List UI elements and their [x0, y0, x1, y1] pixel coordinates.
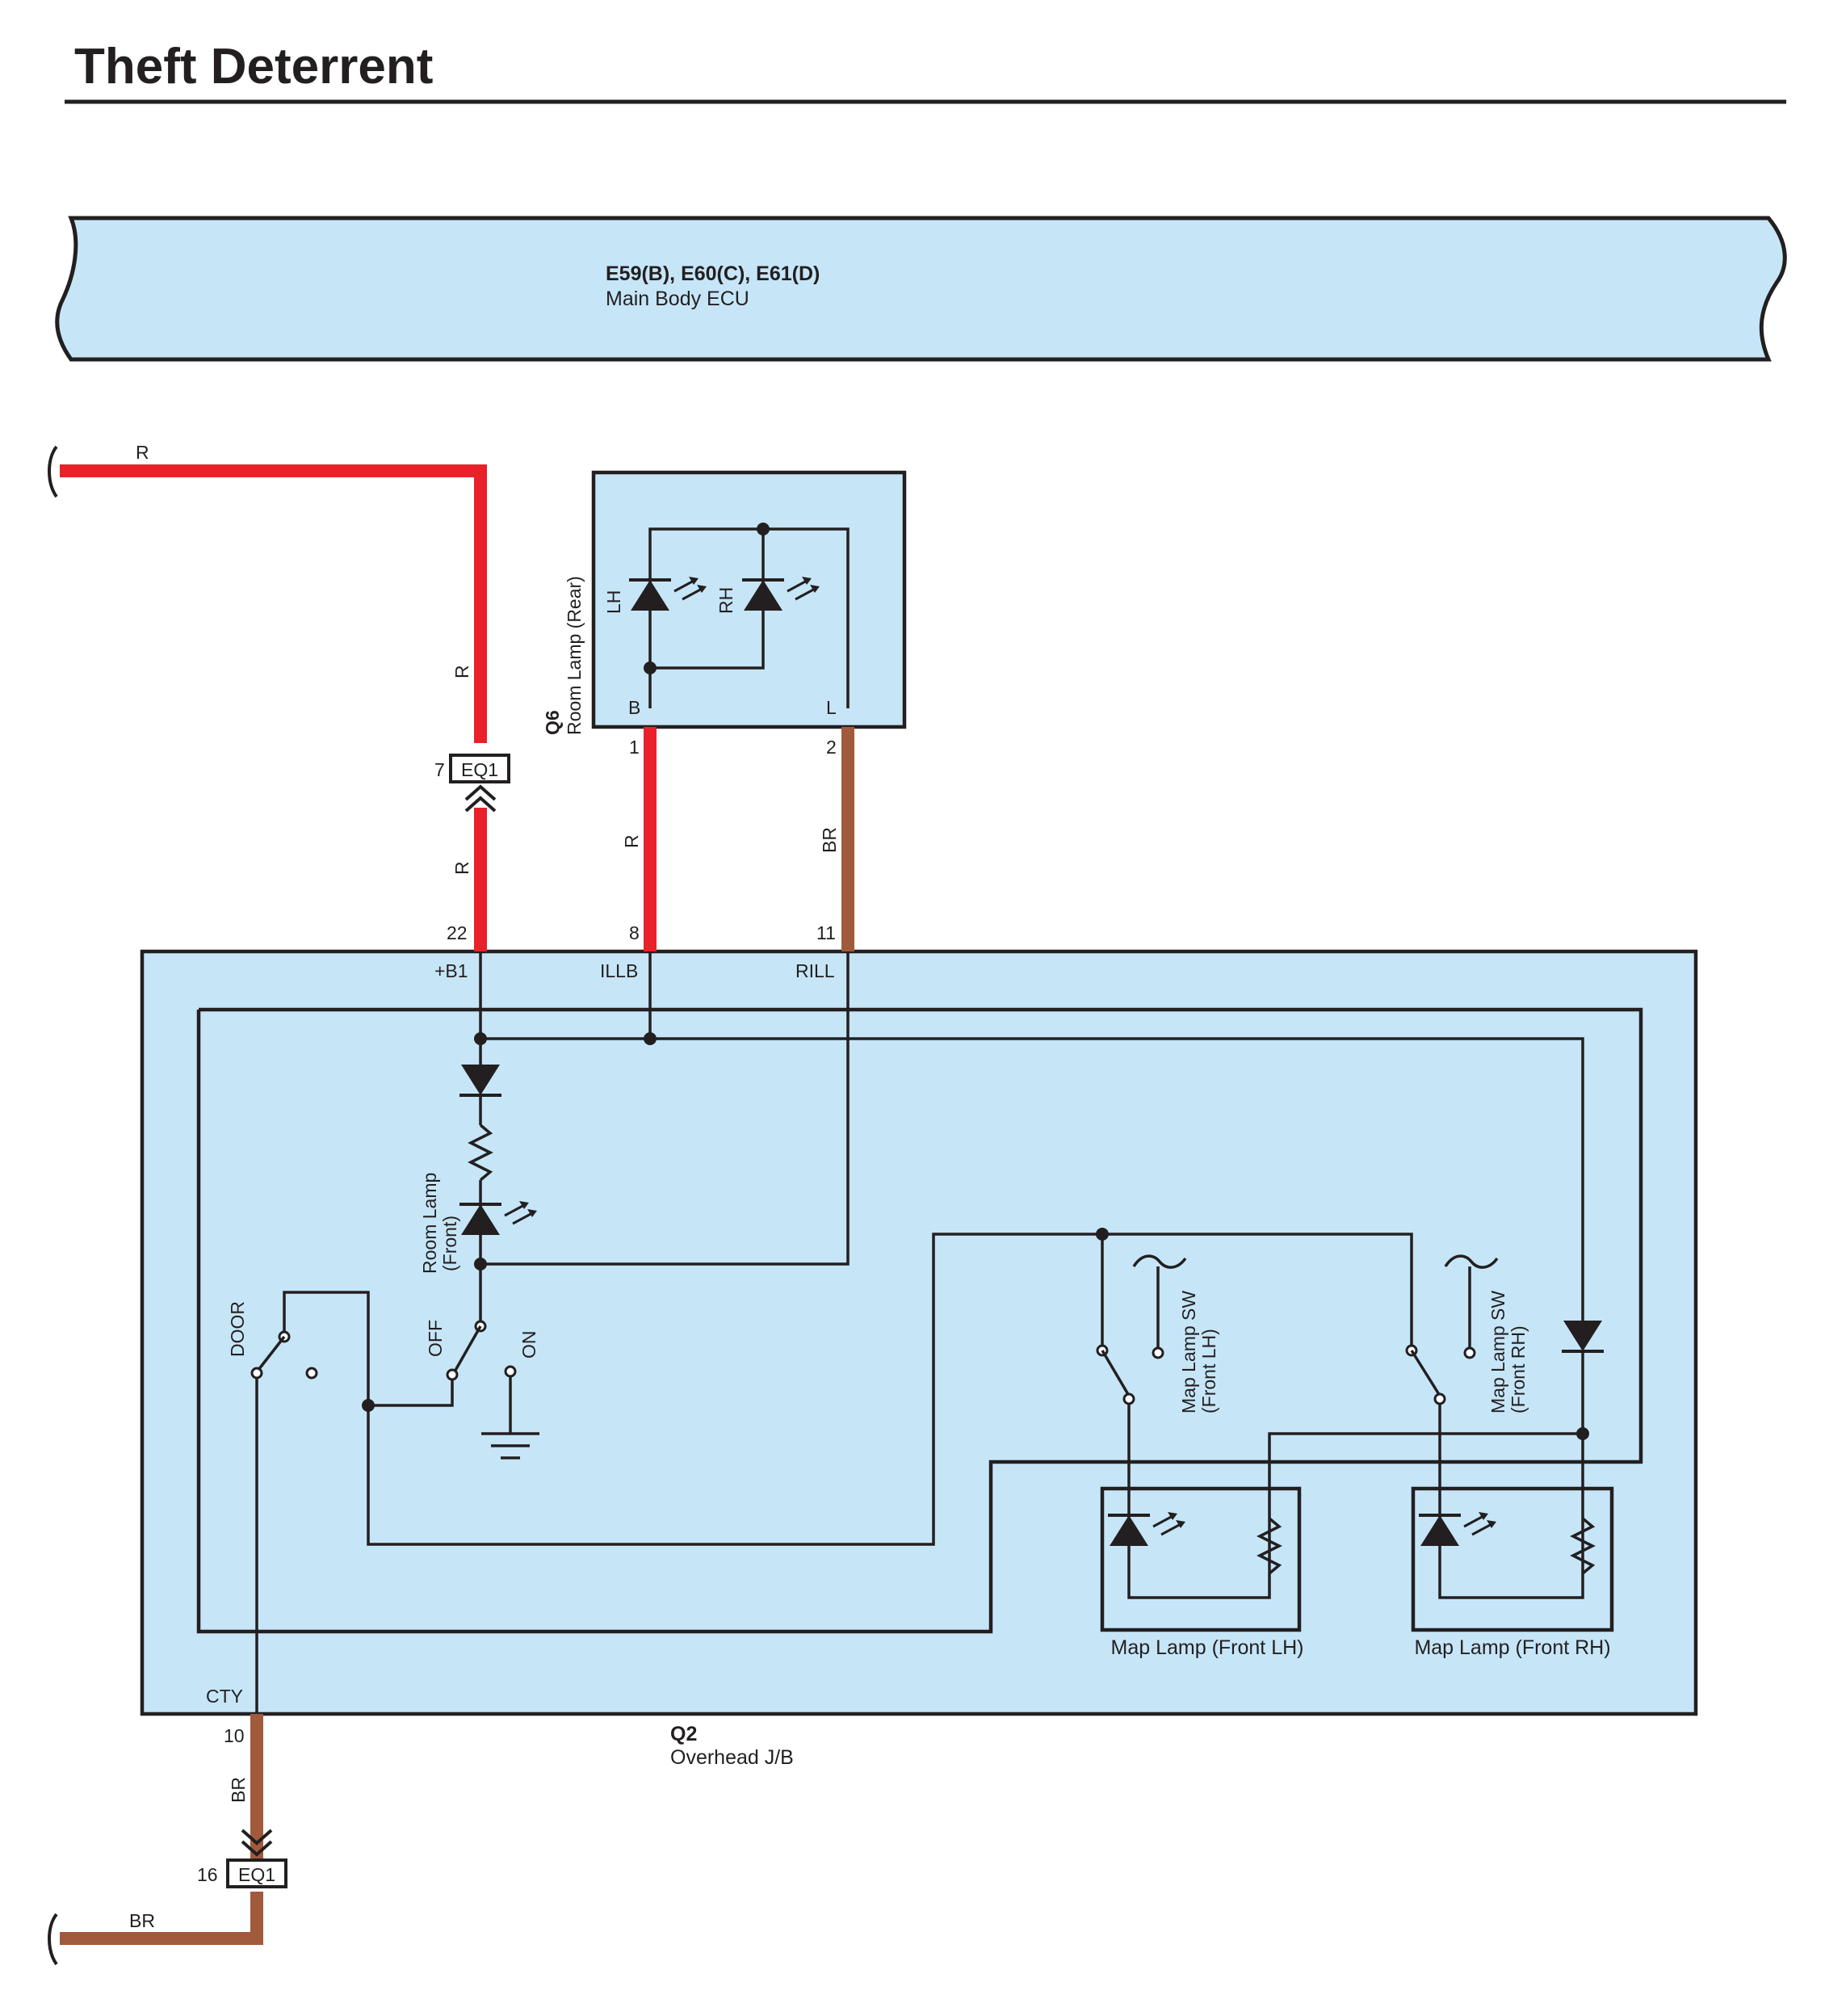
- terminal-illb-label: ILLB: [600, 960, 638, 981]
- switch-door-label: DOOR: [227, 1301, 248, 1357]
- pin-11-label: 11: [816, 922, 836, 943]
- pin-b-label: 1: [629, 737, 640, 758]
- wire-brown-bottom: [60, 1892, 263, 1945]
- room-lamp-rear-code: Q6: [542, 710, 563, 735]
- pin-22-label: 22: [447, 922, 468, 943]
- map-lamp-rh-circuit: [1417, 1489, 1596, 1599]
- wire-label-top-vertical-lower: R: [451, 861, 472, 875]
- room-lamp-front-label-2: (Front): [439, 1216, 460, 1271]
- wire-label-illb: R: [621, 834, 642, 848]
- wire-label-bottom-left: BR: [129, 1910, 155, 1931]
- map-sw-rh-label-1: Map Lamp SW: [1487, 1291, 1508, 1413]
- terminal-b-label: B: [628, 697, 640, 718]
- wire-label-top-vertical-upper: R: [451, 665, 472, 678]
- wire-red-top: [60, 464, 487, 743]
- led-lh-label: LH: [603, 590, 624, 614]
- connector-eq1-bottom: [226, 1829, 287, 1888]
- overhead-jb-name: Overhead J/B: [670, 1746, 794, 1769]
- led-rh-label: RH: [715, 587, 736, 614]
- connector-eq1-bottom-name: EQ1: [238, 1864, 275, 1885]
- map-sw-lh-label-1: Map Lamp SW: [1178, 1291, 1199, 1413]
- connector-eq1-top-name: EQ1: [461, 759, 498, 780]
- terminal-cty-label: CTY: [206, 1686, 243, 1707]
- connector-eq1-bottom-pin: 16: [197, 1864, 218, 1885]
- wire-label-rill: BR: [819, 827, 840, 853]
- pin-l-label: 2: [826, 737, 837, 758]
- ecu-block: [55, 216, 1787, 362]
- map-sw-lh-label-2: (Front LH): [1198, 1329, 1219, 1413]
- page-title: Theft Deterrent: [74, 39, 433, 94]
- room-lamp-rear-name: Room Lamp (Rear): [564, 576, 585, 735]
- room-lamp-front-resistor-icon: [468, 1124, 493, 1182]
- map-lamp-rh-name: Map Lamp (Front RH): [1414, 1636, 1610, 1659]
- pin-10-label: 10: [224, 1725, 245, 1746]
- wire-harness: [48, 445, 854, 1966]
- terminal-rill-label: RILL: [795, 960, 835, 981]
- pin-8-label: 8: [629, 922, 640, 943]
- wire-label-top-left: R: [136, 442, 149, 463]
- ecu-name: Main Body ECU: [606, 288, 749, 310]
- ecu-code: E59(B), E60(C), E61(D): [606, 262, 820, 285]
- map-lamp-rh-resistor-icon: [1570, 1517, 1596, 1575]
- connector-eq1-top: [449, 754, 510, 813]
- wire-label-bottom-vertical: BR: [228, 1777, 249, 1803]
- room-lamp-front-label-1: Room Lamp: [419, 1173, 440, 1274]
- room-lamp-rear-circuit: [627, 523, 850, 708]
- map-lamp-lh-name: Map Lamp (Front LH): [1111, 1636, 1304, 1659]
- terminal-l-label: L: [826, 697, 837, 718]
- switch-off-label: OFF: [425, 1320, 446, 1357]
- terminal-b1-label: +B1: [434, 960, 468, 981]
- map-sw-rh-label-2: (Front RH): [1508, 1325, 1529, 1413]
- connector-eq1-top-pin: 7: [434, 759, 445, 780]
- map-lamp-lh-resistor-icon: [1257, 1517, 1282, 1575]
- map-lamp-lh-circuit: [1106, 1489, 1282, 1599]
- switch-on-label: ON: [518, 1331, 539, 1359]
- overhead-jb-code: Q2: [670, 1723, 697, 1745]
